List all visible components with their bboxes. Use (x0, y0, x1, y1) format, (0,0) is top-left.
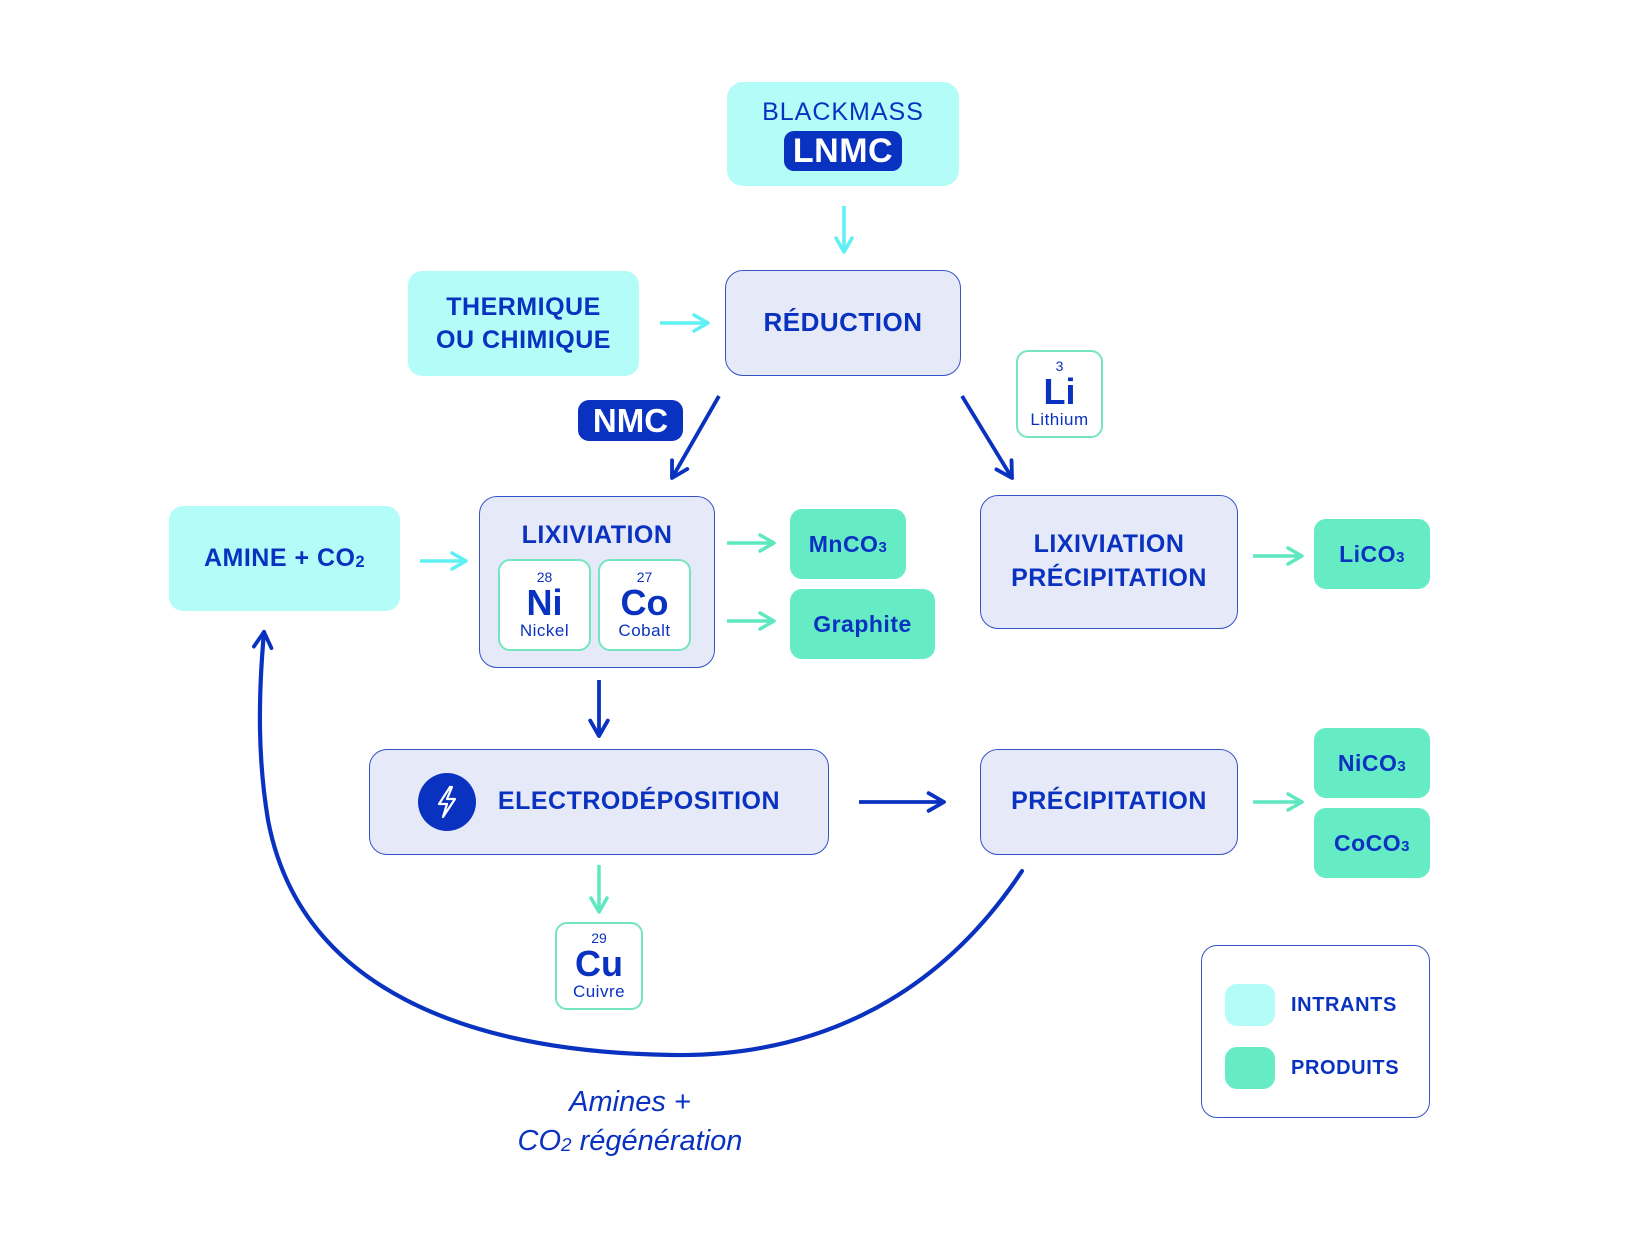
electrodeposition-node[interactable]: ELECTRODÉPOSITION (369, 749, 829, 855)
reduction-node[interactable]: RÉDUCTION (725, 270, 961, 376)
product-label-wrap: MnCO3 (809, 531, 888, 558)
caption-line1: Amines + (569, 1086, 691, 1118)
caption-subscript: 2 (561, 1134, 572, 1156)
element-symbol: Co (620, 581, 669, 623)
nmc-badge: NMC (578, 400, 683, 441)
product-subscript: 3 (1401, 838, 1410, 856)
product-label: NiCO (1337, 749, 1398, 776)
lix-precip-node[interactable]: LIXIVIATION PRÉCIPITATION (980, 495, 1238, 629)
amine-label-wrap: AMINE + CO2 (204, 544, 365, 573)
lix-precip-line2: PRÉCIPITATION (1011, 564, 1207, 592)
element-name: Nickel (519, 620, 570, 640)
precipitation-node[interactable]: PRÉCIPITATION (980, 749, 1238, 855)
blackmass-node[interactable]: BLACKMASS LNMC (727, 82, 959, 186)
element-number: 3 (1055, 357, 1064, 374)
element-symbol: Cu (575, 942, 623, 984)
product-label-wrap: CoCO3 (1334, 830, 1410, 857)
element-name: Cuivre (572, 981, 626, 1001)
element-nickel[interactable]: 28 Ni Nickel (498, 559, 591, 651)
lixiviation-label: LIXIVIATION (521, 521, 673, 549)
legend-label: PRODUITS (1291, 1056, 1400, 1079)
element-symbol: Ni (526, 581, 563, 623)
thermique-line2: OU CHIMIQUE (436, 325, 611, 354)
thermique-line1: THERMIQUE (446, 293, 601, 321)
product-subscript: 3 (1397, 758, 1407, 776)
element-name: Lithium (1030, 409, 1089, 429)
arrow-reduction-to-lixiviation (670, 395, 721, 480)
element-lithium[interactable]: 3 Li Lithium (1016, 350, 1103, 438)
product-label: Graphite (813, 610, 912, 637)
product-label: CoCO (1334, 829, 1402, 856)
element-copper[interactable]: 29 Cu Cuivre (555, 922, 643, 1010)
product-mnco3[interactable]: MnCO3 (790, 509, 906, 579)
element-cobalt[interactable]: 27 Co Cobalt (598, 559, 691, 651)
produits-swatch (1225, 1047, 1275, 1089)
product-subscript: 3 (1396, 549, 1405, 567)
element-number: 28 (536, 568, 553, 585)
product-nico3[interactable]: NiCO3 (1314, 728, 1430, 798)
amine-subscript: 2 (355, 552, 366, 571)
legend-item-intrants: INTRANTS (1225, 984, 1397, 1026)
blackmass-label: BLACKMASS (762, 97, 924, 126)
product-lico3[interactable]: LiCO3 (1314, 519, 1430, 589)
caption-line2: CO2 régénération (460, 1122, 800, 1161)
lightning-bolt-icon (417, 773, 476, 831)
arrow-regeneration-loop (251, 629, 1025, 1058)
product-label: LiCO (1339, 540, 1397, 567)
electrodeposition-label: ELECTRODÉPOSITION (497, 787, 781, 816)
thermique-node[interactable]: THERMIQUE OU CHIMIQUE (408, 271, 639, 376)
intrants-swatch (1225, 984, 1275, 1026)
element-number: 27 (636, 568, 653, 585)
product-subscript: 3 (878, 539, 888, 557)
product-coco3[interactable]: CoCO3 (1314, 808, 1430, 878)
lix-precip-line1: LIXIVIATION (1033, 530, 1185, 559)
element-symbol: Li (1043, 370, 1076, 412)
reduction-label: RÉDUCTION (763, 307, 923, 338)
lixiviation-node[interactable]: LIXIVIATION 28 Ni Nickel 27 Co Cobalt (479, 496, 715, 668)
caption-regeneration: régénération (571, 1125, 743, 1158)
caption-co: CO (517, 1125, 562, 1158)
product-label: MnCO (808, 530, 879, 557)
product-graphite[interactable]: Graphite (790, 589, 935, 659)
product-label-wrap: LiCO3 (1339, 541, 1405, 568)
legend-label: INTRANTS (1291, 993, 1397, 1016)
amine-label: AMINE + CO (203, 544, 356, 572)
legend: INTRANTS PRODUITS (1201, 945, 1430, 1118)
arrow-reduction-to-lix-precip (960, 395, 1014, 480)
element-number: 29 (591, 929, 607, 946)
element-name: Cobalt (618, 620, 671, 640)
lnmc-badge: LNMC (783, 130, 903, 171)
regeneration-caption: Amines + CO2 régénération (460, 1083, 800, 1161)
amine-co2-node[interactable]: AMINE + CO2 (169, 506, 400, 611)
product-label-wrap: NiCO3 (1338, 750, 1406, 777)
legend-item-produits: PRODUITS (1225, 1047, 1399, 1089)
precipitation-label: PRÉCIPITATION (1011, 787, 1207, 816)
